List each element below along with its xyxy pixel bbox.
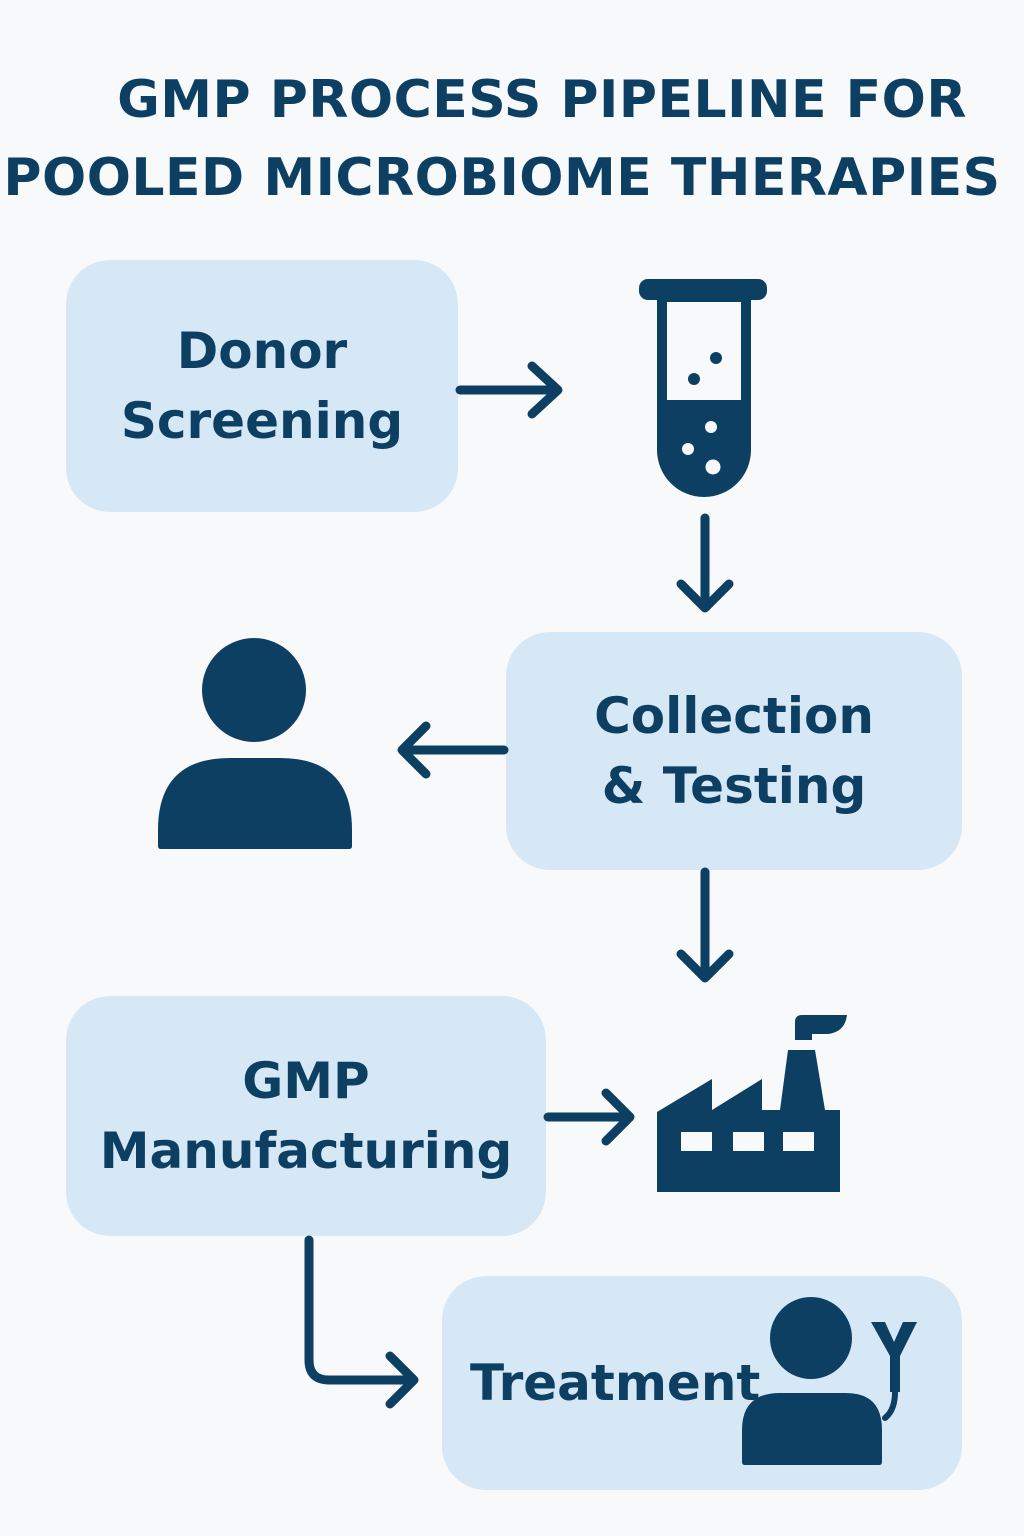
patient-with-stethoscope-icon bbox=[742, 1297, 917, 1465]
arrow-right bbox=[455, 361, 563, 419]
arrow-right bbox=[543, 1088, 635, 1146]
elbow-arrow bbox=[304, 1235, 419, 1409]
step-label-line: & Testing bbox=[601, 757, 867, 815]
step-label-line: Screening bbox=[120, 392, 404, 450]
arrow-down bbox=[676, 867, 734, 983]
step-label-line: Manufacturing bbox=[99, 1122, 513, 1180]
arrow-down bbox=[676, 513, 734, 613]
person-icon bbox=[158, 638, 352, 849]
arrow-left bbox=[397, 721, 509, 779]
step-gmp-manufacturing: GMP Manufacturing bbox=[66, 996, 546, 1236]
title-line-2: POOLED MICROBIOME THERAPIES bbox=[3, 148, 1001, 208]
step-donor-screening: Donor Screening bbox=[66, 260, 458, 512]
step-label-line: Donor bbox=[176, 322, 348, 380]
step-collection-testing: Collection & Testing bbox=[506, 632, 962, 870]
step-label: Treatment bbox=[470, 1354, 761, 1412]
title-line-1: GMP PROCESS PIPELINE FOR bbox=[117, 70, 967, 130]
test-tube-icon bbox=[639, 279, 767, 497]
step-label-line: Collection bbox=[594, 687, 874, 745]
step-label-line: GMP bbox=[242, 1052, 370, 1110]
factory-icon bbox=[657, 1015, 847, 1192]
